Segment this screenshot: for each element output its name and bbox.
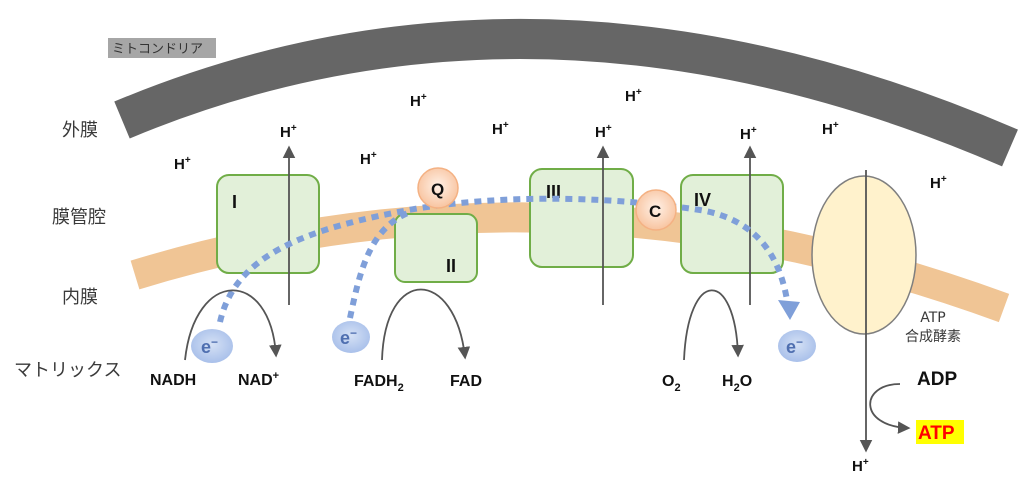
- proton-label: H+: [280, 123, 297, 141]
- label-fadh2: FADH2: [354, 373, 404, 394]
- ubiquinone-label: Q: [431, 180, 444, 199]
- cytochrome-c-label: C: [649, 202, 661, 221]
- proton-label: H+: [822, 120, 839, 138]
- complex-iv-label: IV: [694, 190, 711, 210]
- electron-icon: [191, 329, 233, 363]
- proton-label: H+: [595, 123, 612, 141]
- proton-label: H+: [174, 155, 191, 173]
- proton-label: H+: [410, 92, 427, 110]
- label-nadh: NADH: [150, 372, 196, 389]
- atp-synthase-label-line2: 合成酵素: [905, 329, 961, 345]
- proton-label-matrix: H+: [852, 457, 869, 475]
- electron-path: [217, 195, 790, 323]
- label-intermembrane-space: 膜管腔: [52, 207, 106, 228]
- electron-path-arrowhead: [778, 300, 800, 320]
- label-h2o: H2O: [722, 373, 752, 394]
- cytochrome-c-carrier: [635, 189, 677, 231]
- complex-i: [216, 174, 320, 274]
- label-fad: FAD: [450, 373, 482, 390]
- proton-label: H+: [360, 150, 377, 168]
- complex-iii: [529, 168, 634, 268]
- proton-label: H+: [930, 174, 947, 192]
- electron-label: e−: [201, 335, 218, 357]
- label-atp: ATP: [918, 423, 955, 444]
- complex-iv: [680, 174, 784, 274]
- label-inner-membrane: 内膜: [62, 287, 98, 308]
- electron-icon: [332, 321, 370, 353]
- atp-synthase-label-line1: ATP: [920, 310, 945, 326]
- electron-icon: [778, 330, 816, 362]
- proton-label: H+: [625, 87, 642, 105]
- title-tag-bg: [108, 38, 216, 58]
- reaction-arc-nadh: [184, 289, 282, 361]
- proton-label: H+: [740, 125, 757, 143]
- reaction-arc-oxygen: [683, 289, 744, 361]
- proton-label: H+: [492, 120, 509, 138]
- complex-i-label: I: [232, 192, 237, 212]
- label-nad-plus: NAD+: [238, 370, 279, 389]
- adp-atp-arc: [869, 383, 911, 434]
- label-matrix: マトリックス: [14, 360, 121, 381]
- electron-label: e−: [340, 326, 357, 348]
- label-o2: O2: [662, 373, 681, 394]
- label-outer-membrane: 外膜: [62, 120, 98, 141]
- ubiquinone-carrier: [417, 167, 459, 209]
- reaction-arc-fadh: [381, 288, 471, 361]
- electron-path-fadh: [347, 209, 412, 319]
- title-tag: ミトコンドリア: [112, 42, 203, 57]
- electron-label: e−: [786, 335, 803, 357]
- atp-synthase: [811, 175, 917, 335]
- atp-highlight: [916, 420, 964, 444]
- complex-ii: [394, 213, 478, 283]
- label-adp: ADP: [917, 369, 957, 390]
- outer-membrane: [114, 19, 1018, 167]
- complex-ii-label: II: [446, 256, 456, 276]
